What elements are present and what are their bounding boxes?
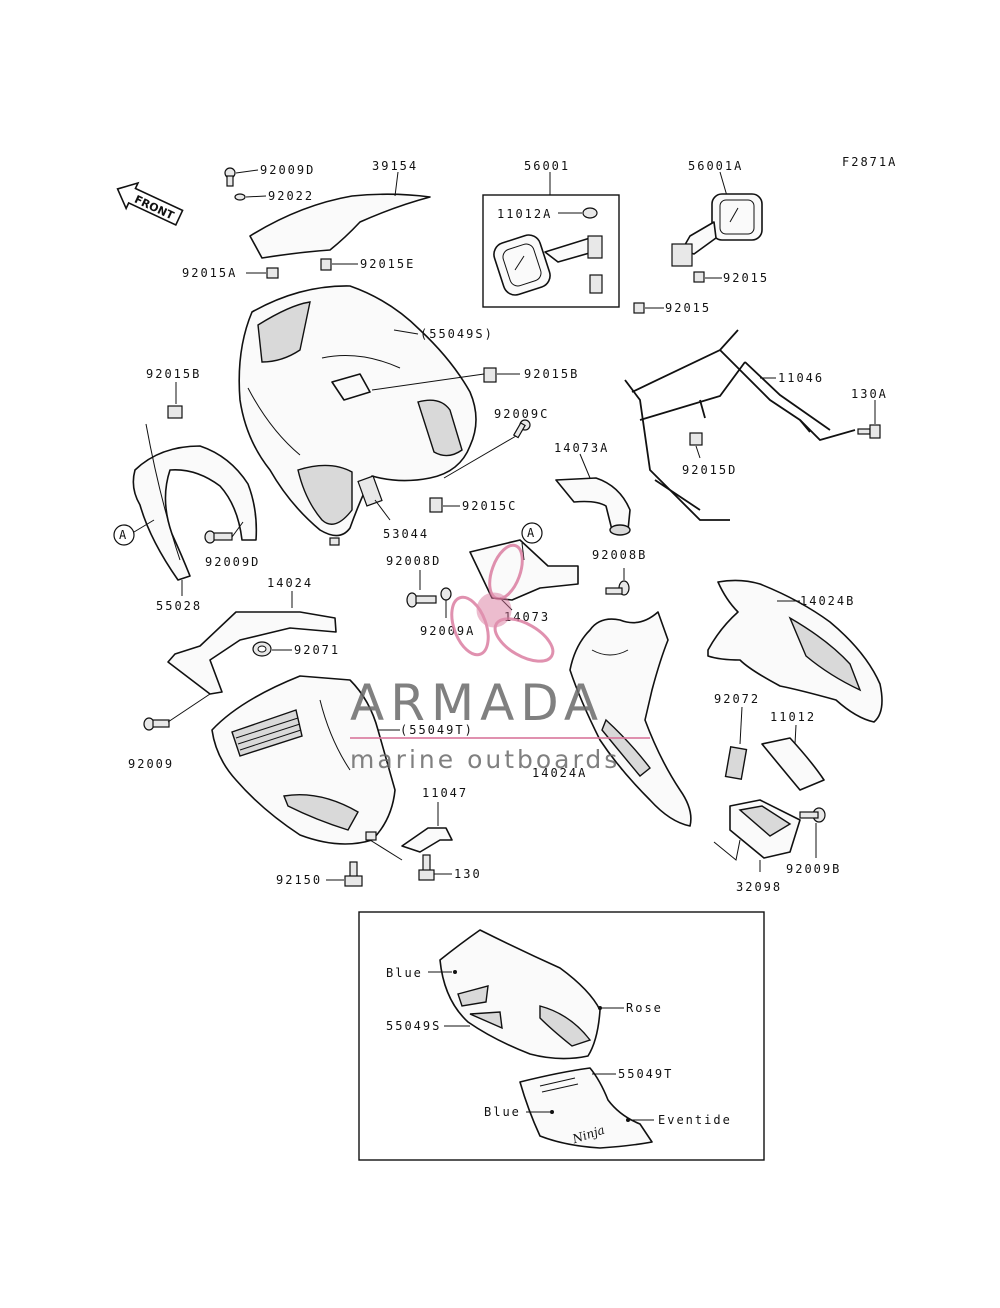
label-14024: 14024 [267,576,313,590]
inset-lower-cowl: Ninja [519,1067,653,1149]
label-55049s: (55049S) [420,327,494,341]
label-92015a: 92015A [182,266,237,280]
watermark-brand: ARMADA [350,674,604,732]
propeller-logo-icon [450,543,555,663]
bolt-92009d-left-icon [204,530,233,544]
bolt-130a-icon [857,424,881,439]
mirror-left-icon [493,234,603,296]
side-panel-14024b [707,579,883,723]
label-92008d: 92008D [386,554,441,568]
lock-92072-icon [724,746,748,780]
bolt-92150-icon [344,861,363,887]
inner-cover-55028 [132,445,258,581]
washer-92022-icon [234,193,246,201]
callout-a-right-label: A [527,526,536,540]
label-130: 130 [454,867,482,881]
inset-55049t: 55049T [618,1067,673,1081]
inner-panel-14024a [569,611,692,827]
grommet-92071-icon [252,641,272,657]
inset-rose: Rose [626,1001,663,1015]
label-14024a: 14024A [532,766,587,780]
label-92022: 92022 [268,189,314,203]
bracket-11047 [401,827,453,853]
label-92009d-top: 92009D [260,163,315,177]
mirror-56001-box [482,194,620,308]
nut-92015a-icon [266,267,279,279]
label-11012a: 11012A [497,207,552,221]
screw-92008b-icon [605,580,630,596]
nut-92009a-icon [440,587,452,601]
label-92071: 92071 [294,643,340,657]
label-92015b-left: 92015B [146,367,201,381]
inset-55049s: 55049S [386,1019,441,1033]
stay-bracket-11046 [624,329,856,521]
clip-92015c-icon [429,497,443,513]
label-53044: 53044 [383,527,429,541]
label-14073a: 14073A [554,441,609,455]
inset-blue-upper: Blue [386,966,423,980]
label-130a: 130A [851,387,888,401]
lid-11012 [761,737,825,791]
inset-eventide: Eventide [658,1113,732,1127]
callout-a-left [113,524,135,546]
trim-39154 [249,193,431,259]
label-92015-upper: 92015 [723,271,769,285]
nut-92015-lower-icon [633,302,645,314]
nut-92015e-icon [320,258,332,271]
inner-panel-14024 [167,611,337,695]
bolt-130-icon [418,854,435,881]
label-55028: 55028 [156,599,202,613]
label-92015d: 92015D [682,463,737,477]
label-92009d-left: 92009D [205,555,260,569]
label-92015b-right: 92015B [524,367,579,381]
clip-92015b-left-icon [167,405,183,419]
bolt-92009-icon [143,717,170,731]
front-arrow-icon: FRONT [116,181,184,226]
bolt-92009c-icon [512,419,531,439]
screw-92008d-icon [406,592,437,608]
label-92015e: 92015E [360,257,415,271]
callout-a-right [521,522,543,544]
nut-92015d-icon [689,432,703,446]
label-92015c: 92015C [462,499,517,513]
duct-14073 [469,539,579,601]
label-14024b: 14024B [800,594,855,608]
label-92072: 92072 [714,692,760,706]
label-11012: 11012 [770,710,816,724]
label-11046: 11046 [778,371,824,385]
label-92009a: 92009A [420,624,475,638]
armada-watermark: ARMADA marine outboards [350,543,650,774]
upper-cowl-55049s [238,285,477,546]
inset-upper-cowl [439,929,602,1060]
watermark-tagline: marine outboards [350,745,620,774]
callout-a-left-label: A [119,528,128,542]
label-11047: 11047 [422,786,468,800]
label-92015-lower: 92015 [665,301,711,315]
label-56001: 56001 [524,159,570,173]
pad-53044-icon [357,475,383,507]
inset-blue-lower: Blue [484,1105,521,1119]
bolt-92009b-icon [799,807,826,823]
cap-11012a-icon [582,207,598,219]
label-92150: 92150 [276,873,322,887]
label-92009b: 92009B [786,862,841,876]
label-56001a: 56001A [688,159,743,173]
clip-92015b-right-icon [483,367,497,383]
figure-code: F2871A [842,155,897,169]
duct-14073a [555,477,631,531]
label-92009: 92009 [128,757,174,771]
label-92008b: 92008B [592,548,647,562]
label-32098: 32098 [736,880,782,894]
mirror-right-icon [671,193,763,267]
label-92009c: 92009C [494,407,549,421]
label-55049t: (55049T) [400,723,474,737]
nut-92015-upper-icon [693,271,705,283]
lower-cowl-55049t [211,675,396,845]
label-39154: 39154 [372,159,418,173]
